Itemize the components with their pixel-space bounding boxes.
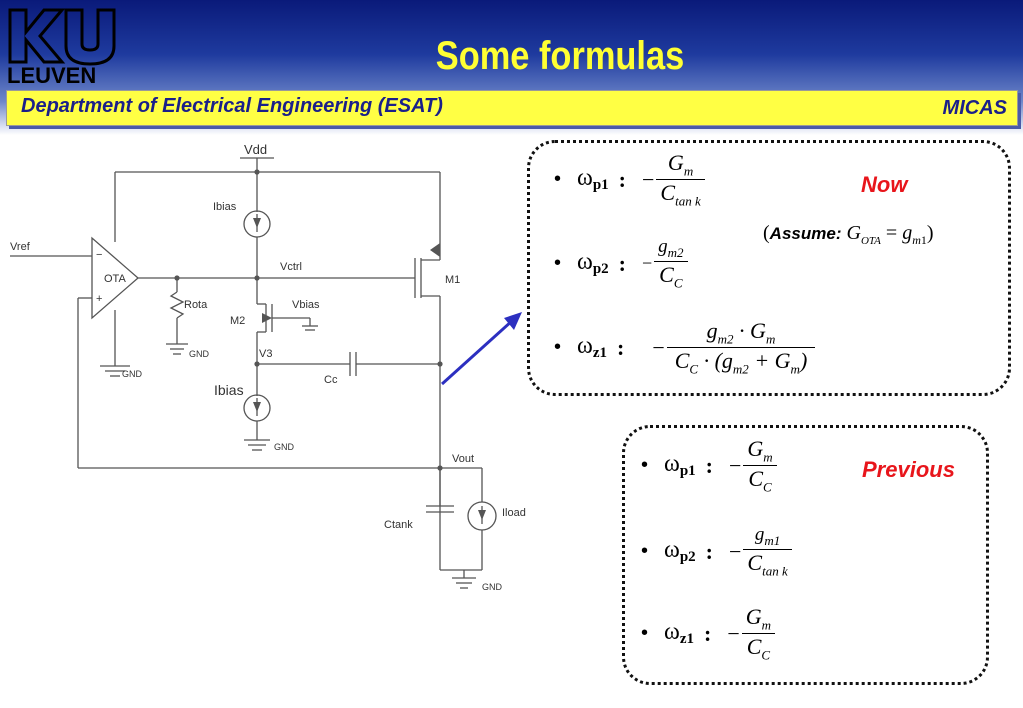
page-title: Some formulas [435,34,685,78]
header-bar: LEUVEN Some formulas Department of Elect… [0,0,1023,135]
group-name: MICAS [942,97,1007,119]
ota-plus-label: + [96,293,102,305]
fraction: Gm CC [743,436,777,496]
now-formula-p2: • ωp2 : − gm2 CC [554,236,688,291]
rota-label: Rota [184,299,208,311]
fraction: gm2 CC [654,236,688,291]
fraction: gm2 · Gm CC · (gm2 + Gm) [666,318,816,378]
now-formula-p1: • ωp1 : − Gm Ctan k [554,150,705,210]
fraction: Gm CC [741,604,776,664]
bullet: • [554,336,562,359]
vdd-label: Vdd [244,142,267,157]
logo-text: LEUVEN [7,63,96,86]
fraction: gm1 Ctan k [743,524,792,579]
previous-formula-p1: • ωp1 : − Gm CC [641,436,777,496]
previous-formula-p2: • ωp2 : − gm1 Ctan k [641,524,792,579]
v3-label: V3 [259,348,272,360]
now-tag: Now [861,172,908,197]
gnd-label-ibias: GND [274,442,295,452]
m1-label: M1 [445,274,460,286]
iload-label: Iload [502,507,526,519]
assumption-note: (Assume: GOTA = gm1) [763,222,934,247]
ota-label: OTA [104,273,126,285]
now-formula-box [527,140,1011,396]
vout-label: Vout [452,453,474,465]
circuit-schematic: Vdd Vref OTA − + GND Ibias Vctrl M1 Rota… [10,142,526,592]
ota-minus-label: − [96,249,102,261]
vctrl-label: Vctrl [280,261,302,273]
previous-formula-z1: • ωz1 : − Gm CC [641,604,776,664]
bullet: • [641,454,649,477]
previous-formula-box [622,425,989,685]
gnd-label-rota: GND [189,349,210,359]
ku-leuven-logo: LEUVEN [7,8,116,86]
department-name: Department of Electrical Engineering (ES… [21,95,443,117]
assume-label: Assume: [769,224,842,243]
ibias-bottom-label: Ibias [214,382,244,398]
gnd-label-ota: GND [122,369,143,379]
cc-label: Cc [324,374,338,386]
department-band: Department of Electrical Engineering (ES… [6,90,1018,126]
m2-label: M2 [230,315,245,327]
gnd-label-out: GND [482,582,503,592]
fraction: Gm Ctan k [656,150,705,210]
bullet: • [554,168,562,191]
now-formula-z1: • ωz1 : − gm2 · Gm CC · (gm2 + Gm) [554,318,816,378]
vref-label: Vref [10,241,31,253]
vbias-label: Vbias [292,299,320,311]
ctank-label: Ctank [384,519,413,531]
bullet: • [641,622,649,645]
bullet: • [554,252,562,275]
ibias-top-label: Ibias [213,201,237,213]
previous-tag: Previous [862,457,955,482]
bullet: • [641,540,649,563]
